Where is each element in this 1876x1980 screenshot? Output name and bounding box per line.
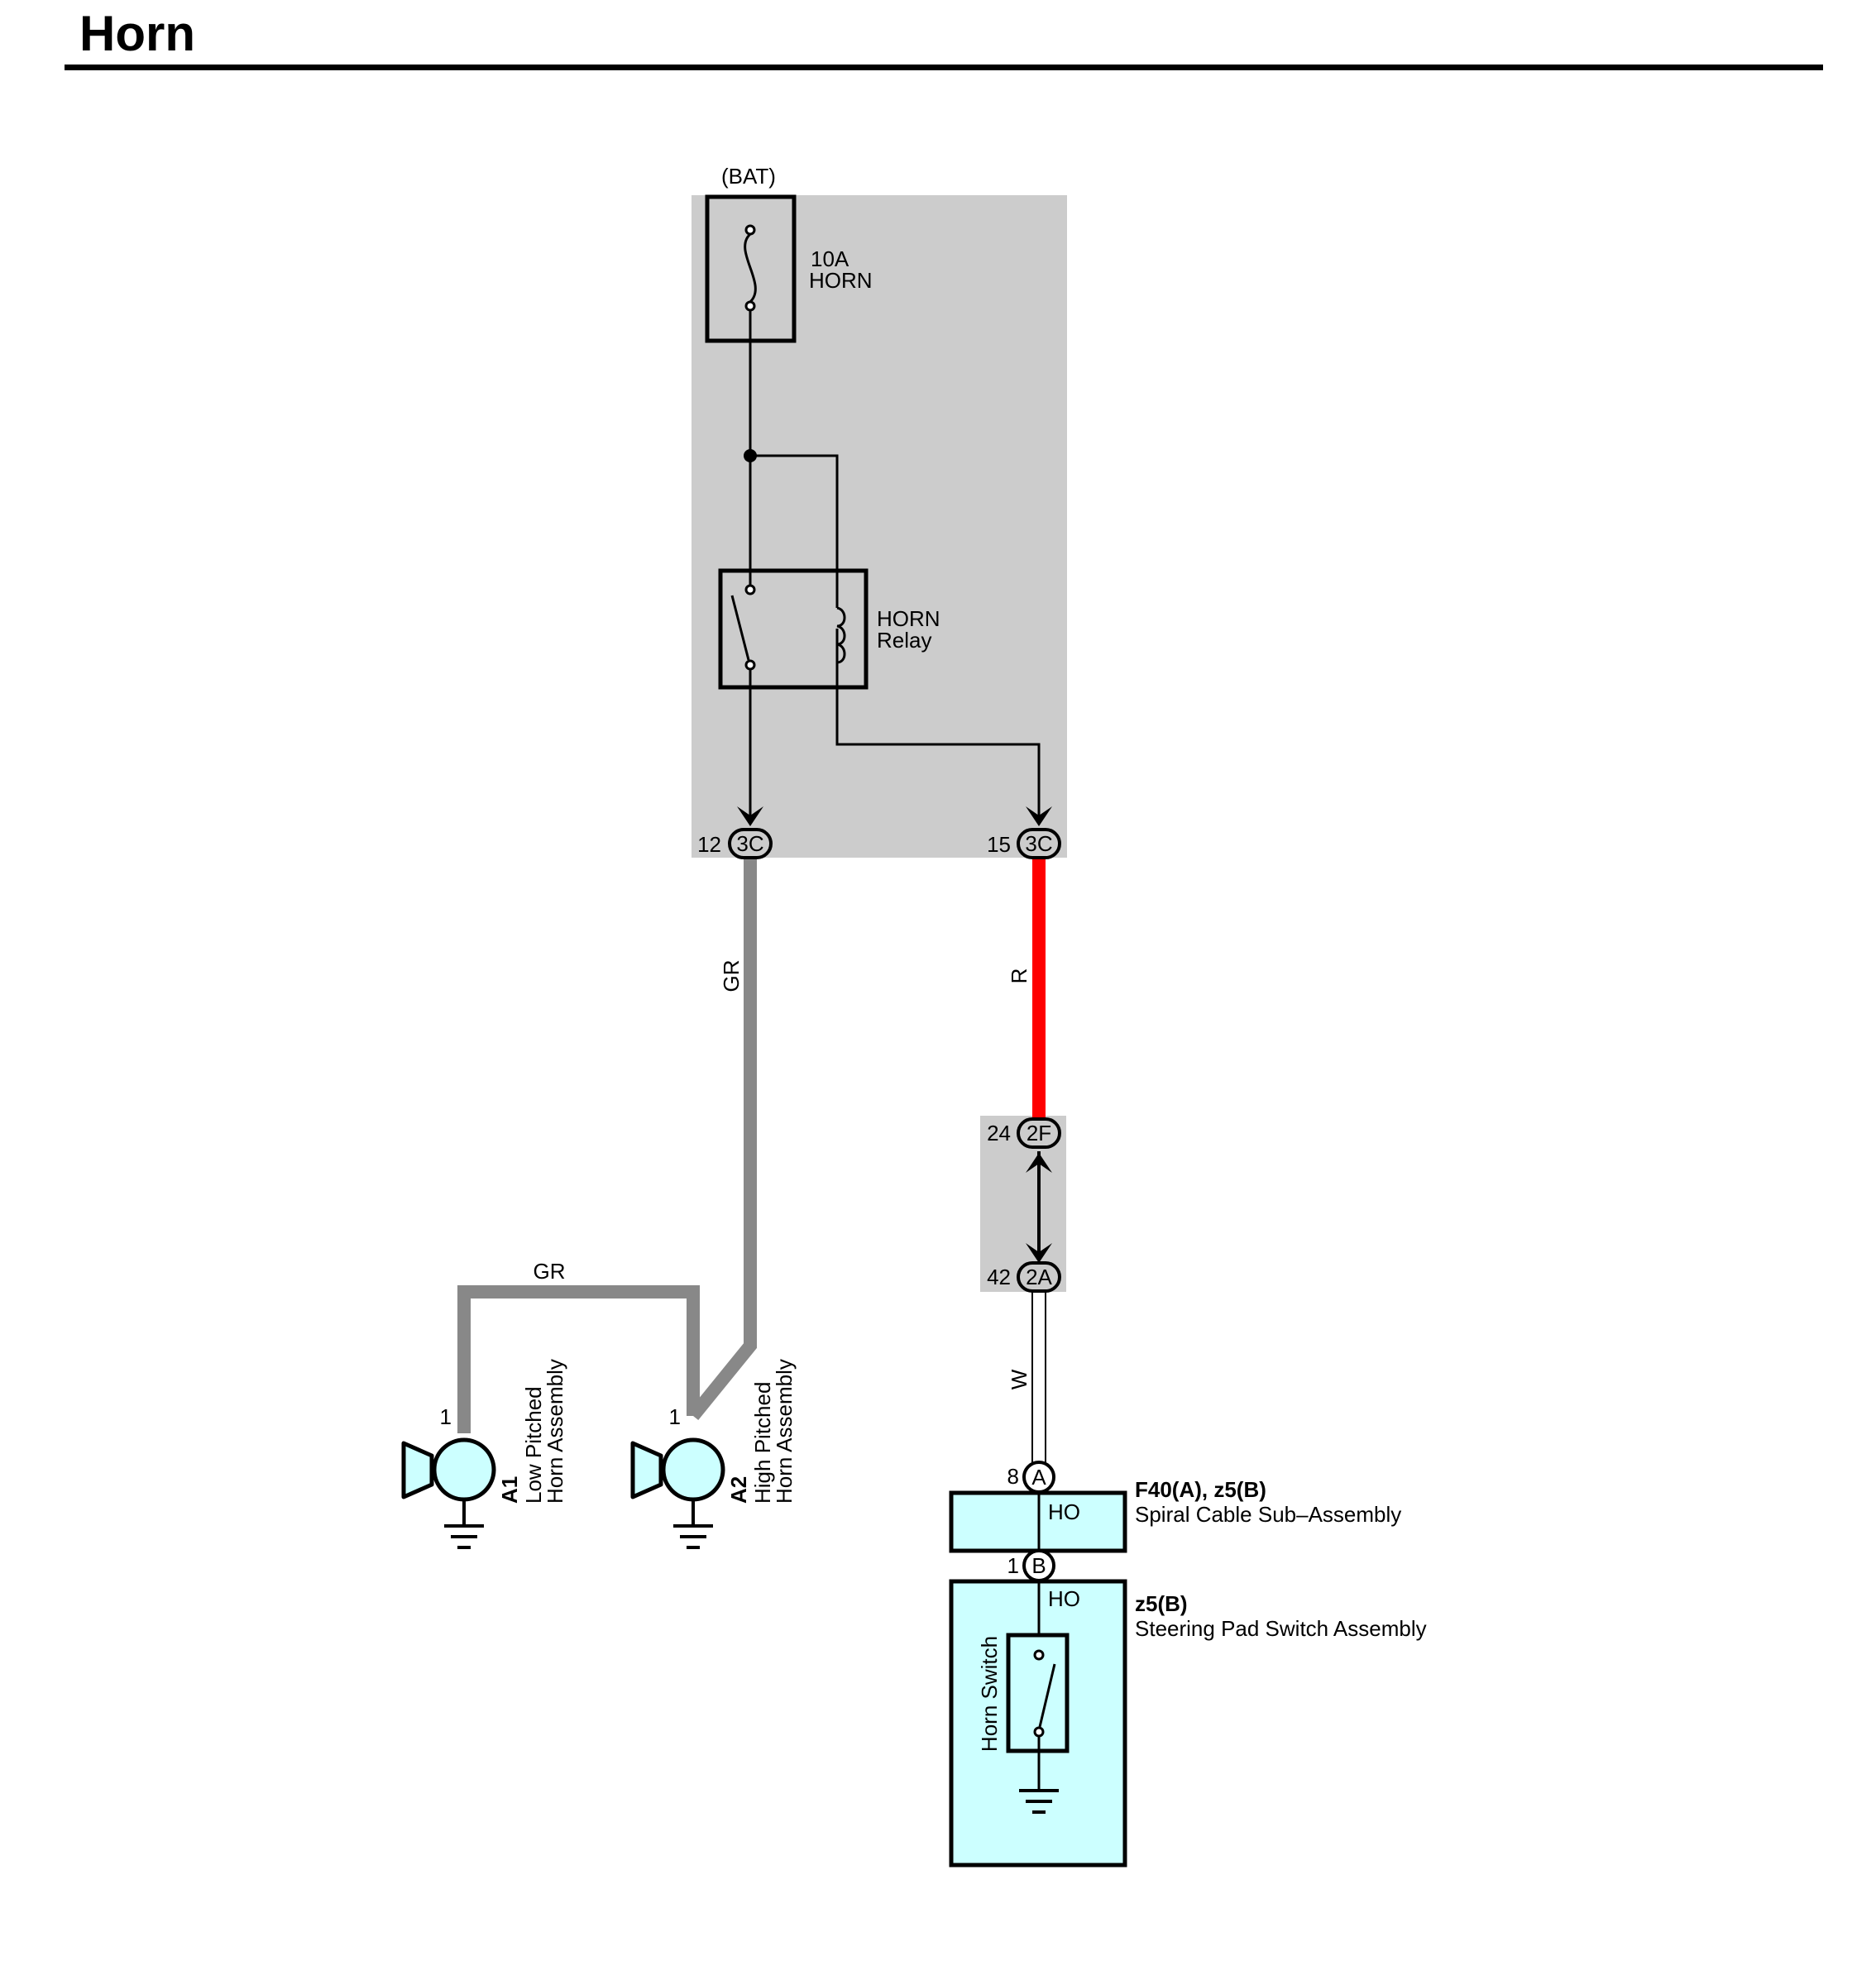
connector-3c-left: 3C	[728, 828, 773, 859]
fuse-name-label: HORN	[809, 268, 873, 293]
spiral-cable-terminal: HO	[1048, 1499, 1080, 1524]
connector-2a: 2A	[1017, 1261, 1061, 1293]
horn-a1-desc-1: Low Pitched	[521, 1386, 546, 1504]
connector-spiral-b-code: B	[1031, 1553, 1046, 1578]
connector-3c-right-code: 3C	[1025, 831, 1052, 856]
connector-2f-code: 2F	[1027, 1121, 1051, 1145]
connector-link	[1026, 1151, 1052, 1263]
connector-3c-right: 3C	[1017, 828, 1061, 859]
horn-a2-desc-2: Horn Assembly	[772, 1359, 797, 1504]
relay-name-label: HORN	[877, 606, 940, 631]
bat-label: (BAT)	[721, 164, 776, 189]
relay-type-label: Relay	[877, 628, 931, 653]
connector-spiral-b-pin: 1	[1007, 1553, 1019, 1578]
horn-a2	[630, 1437, 725, 1549]
horn-a1	[401, 1437, 496, 1549]
horn-a1-code: A1	[497, 1476, 522, 1504]
wire-label-r: R	[1007, 968, 1031, 984]
horn-a1-pin: 1	[440, 1404, 452, 1429]
wire-label-gr-vertical: GR	[719, 960, 744, 992]
wire-label-gr-horizontal: GR	[534, 1259, 566, 1284]
horn-a2-pin: 1	[669, 1404, 681, 1429]
connector-2a-code: 2A	[1026, 1265, 1052, 1289]
wire-label-w: W	[1007, 1369, 1031, 1389]
horn-a2-code: A2	[726, 1476, 751, 1504]
horn-switch-label: Horn Switch	[977, 1636, 1002, 1752]
junction-block-box	[692, 195, 1067, 858]
wire-gr	[457, 858, 757, 1433]
steering-pad-code: z5(B)	[1135, 1591, 1188, 1616]
connector-spiral-a-pin: 8	[1007, 1464, 1019, 1489]
arrow-3c-left	[737, 806, 763, 826]
steering-pad-terminal: HO	[1048, 1586, 1080, 1611]
connector-2f-pin: 24	[987, 1121, 1011, 1145]
steering-pad-name: Steering Pad Switch Assembly	[1135, 1616, 1427, 1641]
connector-2a-pin: 42	[987, 1265, 1011, 1289]
connector-3c-left-code: 3C	[736, 831, 763, 856]
connector-2f: 2F	[1017, 1117, 1061, 1149]
spiral-cable-codes: F40(A), z5(B)	[1135, 1477, 1266, 1502]
horn-relay	[718, 568, 869, 690]
spiral-cable-name: Spiral Cable Sub–Assembly	[1135, 1502, 1401, 1527]
connector-3c-right-pin: 15	[987, 832, 1011, 857]
fuse-rating-label: 10A	[811, 246, 849, 271]
connector-spiral-b: B	[1022, 1549, 1055, 1582]
connector-spiral-a-code: A	[1031, 1465, 1046, 1490]
connector-3c-left-pin: 12	[697, 832, 721, 857]
horn-switch	[1006, 1633, 1070, 1814]
title-rule	[65, 65, 1823, 70]
horn-a1-desc-2: Horn Assembly	[543, 1359, 567, 1504]
horn-a2-desc-1: High Pitched	[750, 1382, 775, 1504]
page-title: Horn	[79, 6, 195, 61]
junction-dot	[744, 449, 757, 462]
arrow-3c-right	[1026, 806, 1052, 826]
connector-spiral-a: A	[1022, 1461, 1055, 1494]
